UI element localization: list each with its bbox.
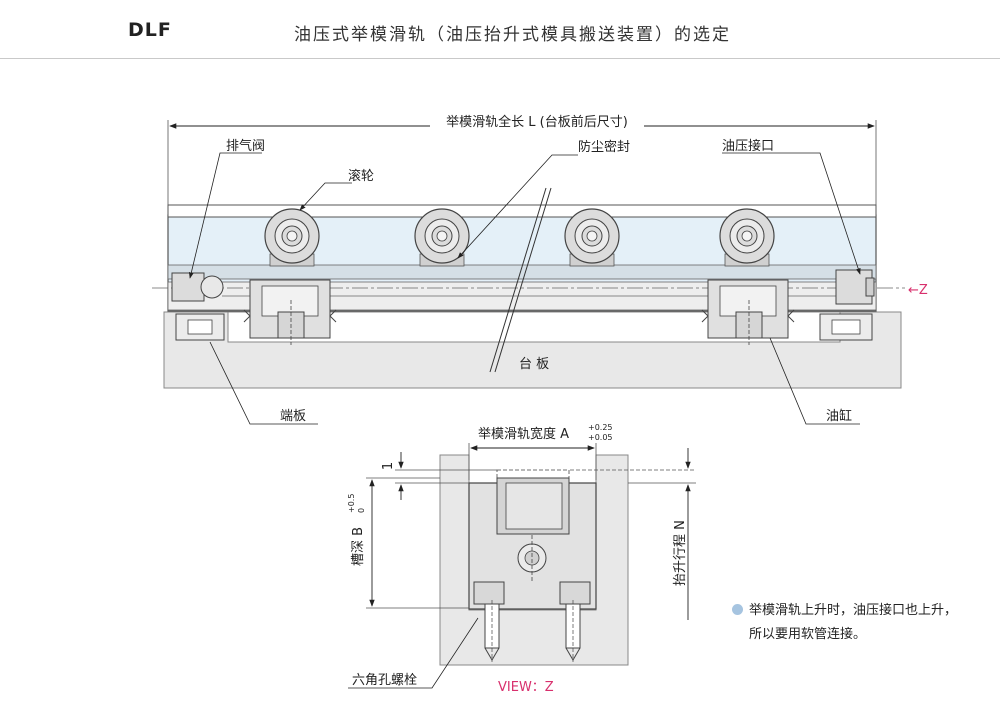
label-hydraulic-port: 油压接口 bbox=[722, 138, 774, 154]
roller-4 bbox=[719, 208, 775, 267]
label-platen: 台 板 bbox=[519, 357, 549, 372]
page-title: 油压式举模滑轨（油压抬升式模具搬送装置）的选定 bbox=[294, 25, 731, 45]
label-rail-width: 举模滑轨宽度 A bbox=[478, 426, 569, 442]
view-z-label: VIEW：Z bbox=[498, 680, 554, 695]
end-plate-left bbox=[175, 313, 225, 341]
dim-one: 1 bbox=[381, 462, 396, 470]
cylinder-right bbox=[701, 279, 795, 345]
rail-lower-band bbox=[167, 264, 877, 280]
label-end-plate: 端板 bbox=[280, 409, 306, 424]
header-bar: DLF 油压式举模滑轨（油压抬升式模具搬送装置）的选定 bbox=[0, 0, 1000, 59]
rail-top-band bbox=[167, 204, 877, 218]
roller-3 bbox=[564, 208, 620, 267]
roller-2 bbox=[414, 208, 470, 267]
groove-tol-upper: +0.5 bbox=[347, 494, 356, 513]
cylinder-left bbox=[243, 279, 337, 345]
label-hex-bolt: 六角孔螺栓 bbox=[352, 673, 417, 688]
hex-bolt-left bbox=[484, 600, 500, 662]
label-lift-stroke: 抬升行程 N bbox=[673, 520, 688, 586]
note-line-2: 所以要用软管连接。 bbox=[749, 627, 867, 642]
exhaust-valve-ball bbox=[200, 275, 224, 299]
hex-bolt-right bbox=[565, 600, 581, 662]
side-view: 举模滑轨全长 L (台板前后尺寸) 排气阀 滚轮 防尘密封 油压接口 ←Z 台 … bbox=[152, 113, 928, 425]
label-groove-depth: 槽深 B bbox=[351, 527, 366, 566]
label-exhaust-valve: 排气阀 bbox=[226, 138, 265, 154]
note-line-1: 举模滑轨上升时，油压接口也上升， bbox=[749, 603, 958, 618]
width-tol-upper: +0.25 bbox=[588, 423, 613, 432]
roller-1 bbox=[264, 208, 320, 267]
label-z-arrow: ←Z bbox=[908, 283, 928, 298]
usage-note: 举模滑轨上升时，油压接口也上升， 所以要用软管连接。 bbox=[732, 599, 994, 647]
bullet-icon bbox=[732, 604, 743, 615]
overall-length-label: 举模滑轨全长 L (台板前后尺寸) bbox=[446, 114, 628, 130]
width-tol-lower: +0.05 bbox=[588, 433, 613, 442]
groove-tol-lower: 0 bbox=[357, 508, 366, 513]
label-roller: 滚轮 bbox=[348, 168, 374, 184]
exhaust-valve-body bbox=[171, 272, 205, 302]
view-z: 举模滑轨宽度 A +0.25 +0.05 1 槽深 B +0.5 0 抬升行程 … bbox=[347, 423, 696, 695]
label-dust-seal: 防尘密封 bbox=[578, 139, 630, 155]
label-cylinder: 油缸 bbox=[826, 408, 852, 424]
product-code: DLF bbox=[128, 19, 172, 41]
